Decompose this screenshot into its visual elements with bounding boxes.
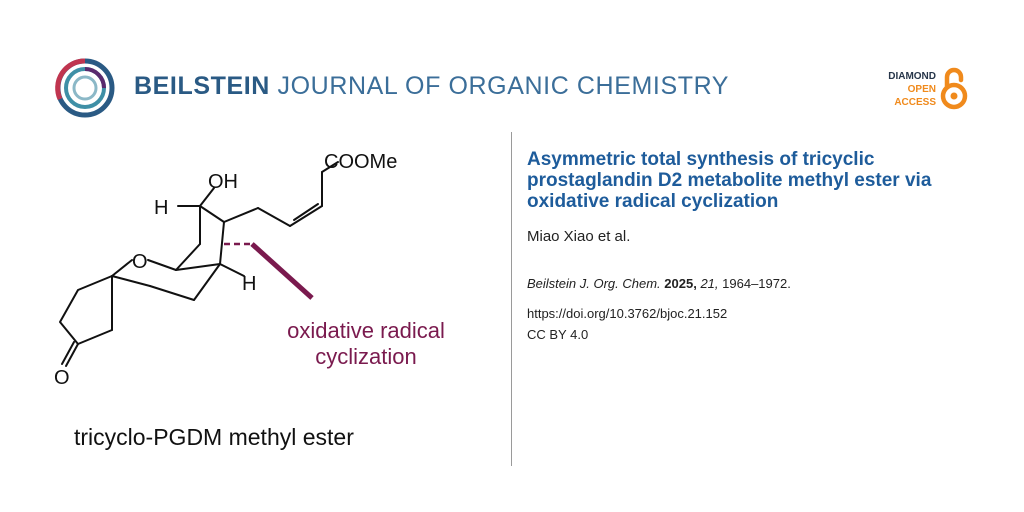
journal-name-bold: BEILSTEIN xyxy=(134,72,270,100)
annotation-line1: oxidative radical xyxy=(287,318,445,343)
journal-name-rest: JOURNAL OF ORGANIC CHEMISTRY xyxy=(277,72,730,100)
license: CC BY 4.0 xyxy=(527,327,589,342)
oa-line-open: OPEN xyxy=(907,84,936,95)
doi-link[interactable]: https://doi.org/10.3762/bjoc.21.152 xyxy=(527,306,728,321)
journal-title: BEILSTEIN JOURNAL OF ORGANIC CHEMISTRY xyxy=(134,72,729,101)
diamond-open-access-badge: DIAMOND OPEN ACCESS xyxy=(870,70,936,109)
citation: Beilstein J. Org. Chem. 2025, 21, 1964–1… xyxy=(527,276,791,291)
citation-journal: Beilstein J. Org. Chem. xyxy=(527,276,661,291)
ketone-oxygen-label: O xyxy=(54,367,70,389)
citation-year: 2025, xyxy=(664,276,697,291)
ester-label: COOMe xyxy=(324,151,397,173)
hydrogen-bottom-label: H xyxy=(242,273,256,295)
citation-volume: 21, xyxy=(700,276,719,291)
annotation-line2: cyclization xyxy=(315,344,416,369)
oa-line-access: ACCESS xyxy=(894,97,936,108)
citation-pages: 1964–1972. xyxy=(722,276,791,291)
authors: Miao Xiao et al. xyxy=(527,228,631,245)
ring-oxygen-label: O xyxy=(132,251,148,273)
open-access-lock-icon xyxy=(940,67,968,110)
column-divider xyxy=(511,132,512,466)
article-title: Asymmetric total synthesis of tricyclic … xyxy=(527,149,932,212)
figure-caption: tricyclo-PGDM methyl ester xyxy=(74,424,354,450)
hydrogen-top-label: H xyxy=(154,197,168,219)
journal-ring-logo-icon xyxy=(55,58,115,118)
chemical-structure-figure: COOMe OH H H O O oxidative radical cycli… xyxy=(54,151,445,389)
oa-line-diamond: DIAMOND xyxy=(888,71,936,82)
hydroxyl-label: OH xyxy=(208,171,238,193)
